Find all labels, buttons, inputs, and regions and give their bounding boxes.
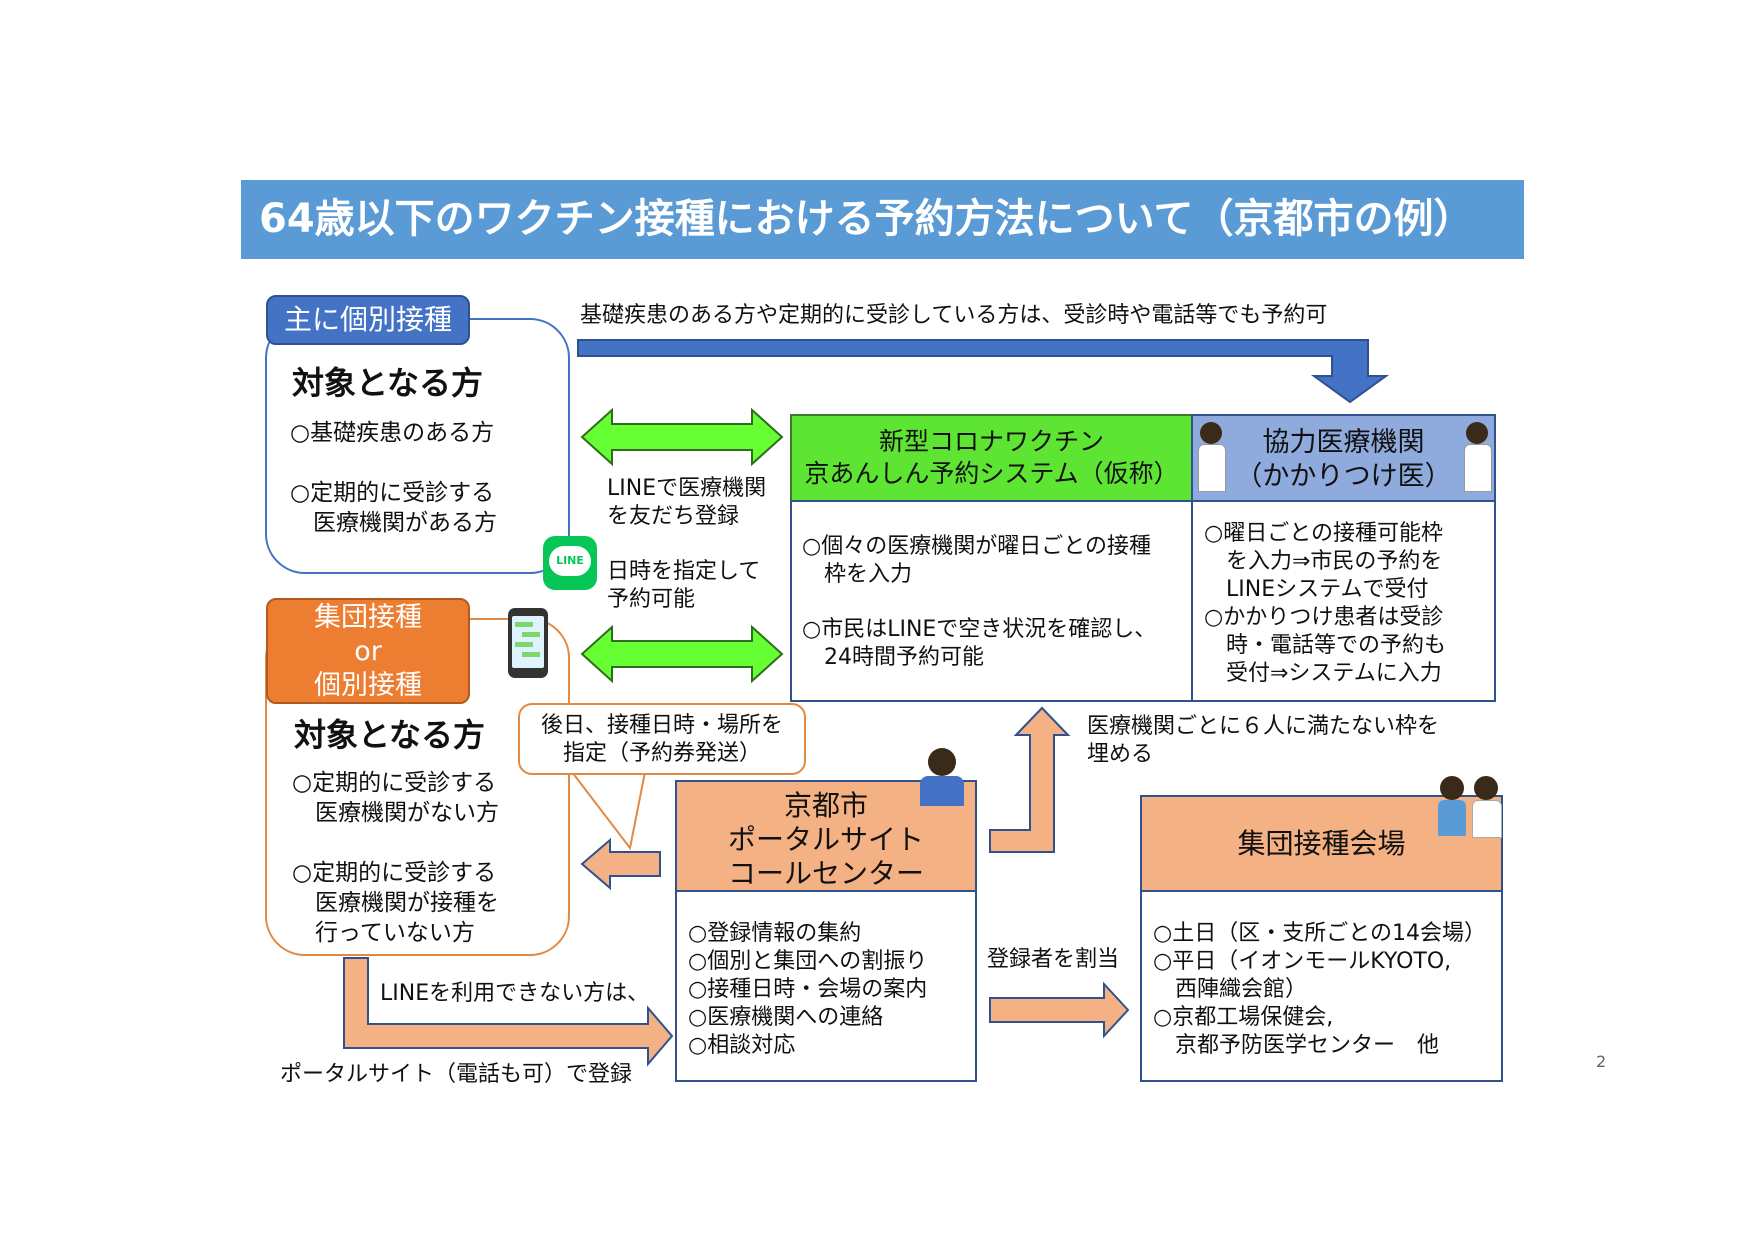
line-logo-icon: LINE bbox=[543, 536, 597, 590]
green-double-arrow-top bbox=[580, 407, 784, 467]
operator-icon bbox=[920, 748, 964, 810]
page-title: 64歳以下のワクチン接種における予約方法について（京都市の例） bbox=[241, 180, 1524, 259]
salmon-arrow-right bbox=[989, 981, 1130, 1039]
portal-register-note: ポータルサイト（電話も可）で登録 bbox=[280, 1062, 633, 1087]
group2-item-2: ○定期的に受診する 医療機関が接種を 行っていない方 bbox=[292, 860, 499, 946]
salmon-arrow-left bbox=[580, 837, 661, 891]
line-reserve-label: 日時を指定して 予約可能 bbox=[607, 559, 761, 612]
fill-note: 医療機関ごとに６人に満たない枠を 埋める bbox=[1087, 714, 1440, 767]
no-line-note: LINEを利用できない方は、 bbox=[380, 981, 650, 1006]
group2-tag-line-1: 集団接種 bbox=[314, 602, 422, 633]
group1-heading: 対象となる方 bbox=[292, 364, 484, 402]
clinic-text: ○曜日ごとの接種可能枠 を入力⇒市民の予約を LINEシステムで受付 ○かかりつ… bbox=[1204, 521, 1447, 686]
clinic-header: 協力医療機関 （かかりつけ医） bbox=[1191, 414, 1496, 502]
venue-text: ○土日（区・支所ごとの14会場） ○平日（イオンモールKYOTO, 西陣織会館）… bbox=[1153, 921, 1486, 1058]
line-logo-text: LINE bbox=[549, 546, 591, 576]
group2-heading: 対象となる方 bbox=[294, 716, 486, 754]
system-header: 新型コロナワクチン 京あんしん予約システム（仮称） bbox=[790, 414, 1193, 502]
system-body bbox=[790, 500, 1193, 702]
line-register-label: LINEで医療機関 を友だち登録 bbox=[607, 476, 767, 529]
page-number: 2 bbox=[1596, 1052, 1607, 1071]
salmon-arrow-bottom bbox=[343, 957, 674, 1067]
blue-top-arrow bbox=[577, 339, 1390, 404]
assign-note: 登録者を割当 bbox=[987, 947, 1120, 972]
portal-text: ○登録情報の集約 ○個別と集団への割振り ○接種日時・会場の案内 ○医療機関への… bbox=[688, 921, 928, 1058]
system-item-2: ○市民はLINEで空き状況を確認し、 24時間予約可能 bbox=[802, 617, 1157, 670]
callout-pointer bbox=[571, 771, 646, 851]
salmon-arrow-up bbox=[989, 706, 1071, 853]
group1-item-1: ○基礎疾患のある方 bbox=[290, 420, 495, 446]
callout-bubble: 後日、接種日時・場所を 指定（予約券発送） bbox=[518, 703, 806, 775]
clinic-body bbox=[1191, 500, 1496, 702]
doctor-right-icon bbox=[1464, 422, 1492, 494]
system-item-1: ○個々の医療機関が曜日ごとの接種 枠を入力 bbox=[802, 534, 1151, 587]
group1-item-2: ○定期的に受診する 医療機関がある方 bbox=[290, 480, 497, 536]
group1-tag: 主に個別接種 bbox=[266, 295, 470, 345]
green-double-arrow-bottom bbox=[580, 624, 784, 684]
group2-tag: 集団接種 or 個別接種 bbox=[266, 598, 470, 704]
vaccination-icon bbox=[1438, 776, 1502, 838]
smartphone-icon bbox=[508, 608, 548, 678]
group2-tag-line-2: or bbox=[354, 636, 382, 667]
group2-tag-line-3: 個別接種 bbox=[314, 670, 422, 701]
top-note: 基礎疾患のある方や定期的に受診している方は、受診時や電話等でも予約可 bbox=[580, 303, 1328, 328]
group2-item-1: ○定期的に受診する 医療機関がない方 bbox=[292, 770, 499, 826]
portal-body bbox=[675, 890, 977, 1082]
venue-body bbox=[1140, 890, 1503, 1082]
doctor-left-icon bbox=[1198, 422, 1226, 494]
